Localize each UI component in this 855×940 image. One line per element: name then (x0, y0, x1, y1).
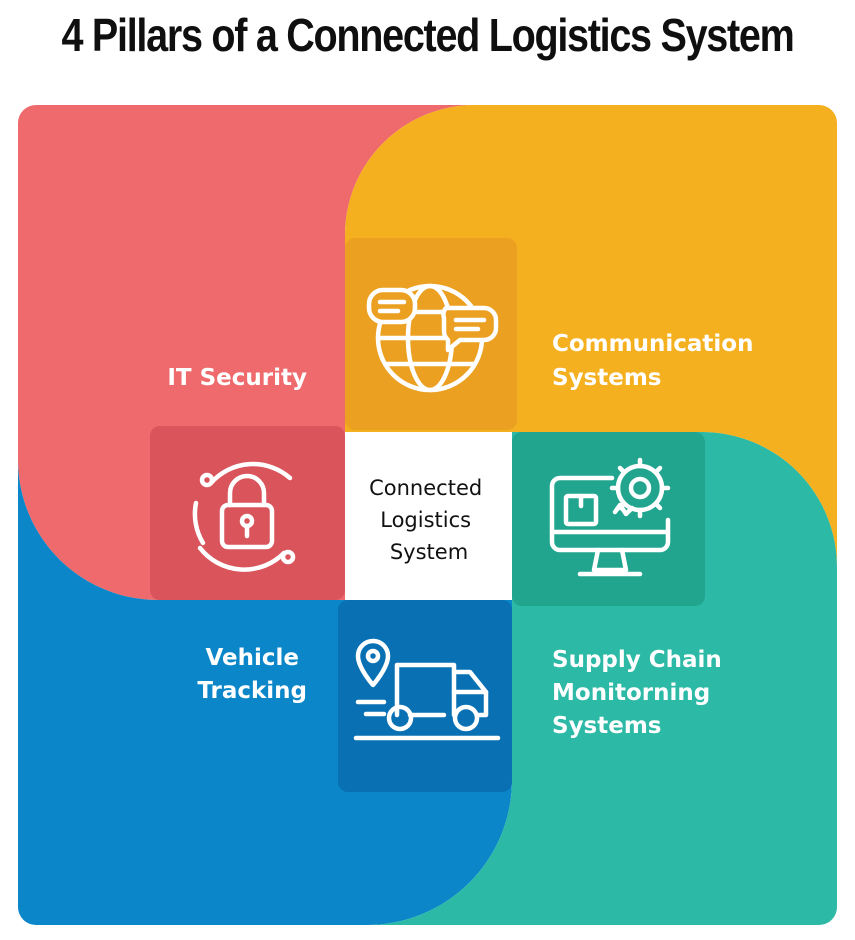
it-security-quadrant (18, 105, 475, 601)
communication-icon-tile (345, 238, 517, 430)
supply-chain-label: Supply Chain Monitorning Systems (552, 647, 730, 739)
monitor-gear-icon (549, 457, 671, 577)
vehicle-tracking-icon-tile (338, 600, 512, 792)
vehicle-tracking-label: Vehicle Tracking (197, 645, 307, 704)
vehicle-tracking-label-line: Vehicle (205, 645, 299, 671)
center-label-line: Logistics (380, 508, 471, 532)
communication-label-line: Communication (552, 331, 753, 357)
padlock-icon (192, 461, 296, 572)
it-security-label: IT Security (167, 365, 307, 391)
page-title: 4 Pillars of a Connected Logistics Syste… (61, 9, 795, 61)
vehicle-tracking-quadrant (18, 460, 512, 926)
supply-chain-quadrant (365, 432, 837, 926)
vehicle-tracking-label-line: Tracking (197, 678, 307, 704)
it-security-label-line: IT Security (167, 365, 307, 391)
center-label: Connected Logistics System (369, 476, 489, 564)
supply-chain-label-line: Systems (552, 713, 662, 739)
truck-location-icon (353, 638, 501, 741)
it-security-icon-tile (150, 426, 345, 600)
supply-chain-label-line: Supply Chain (552, 647, 722, 673)
communication-quadrant (345, 105, 837, 567)
center-box (345, 432, 512, 600)
communication-label: Communication Systems (552, 331, 761, 391)
communication-label-line: Systems (552, 365, 662, 391)
center-label-line: Connected (369, 476, 482, 500)
supply-chain-icon-tile (512, 432, 705, 606)
globe-chat-icon (366, 283, 499, 393)
center-label-line: System (390, 540, 468, 564)
supply-chain-label-line: Monitorning (552, 680, 710, 706)
